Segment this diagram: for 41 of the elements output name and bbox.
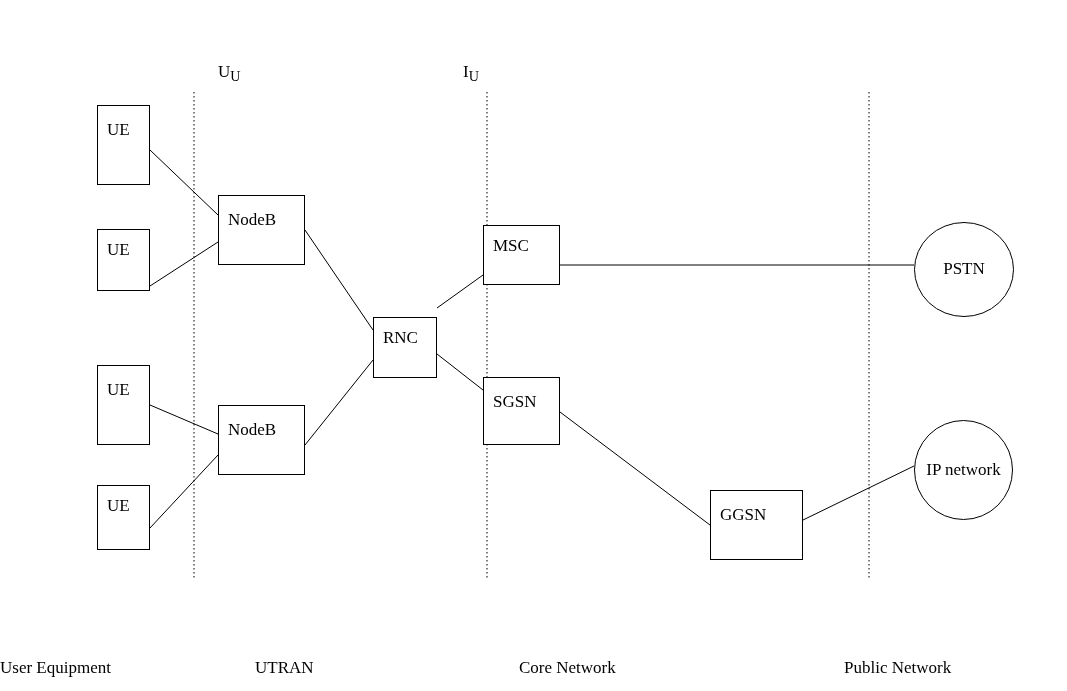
connector-line: [149, 454, 219, 529]
network-element-box: [218, 195, 305, 265]
network-ellipse: [914, 222, 1014, 317]
connector-line: [304, 229, 374, 331]
network-element-box: [373, 317, 437, 378]
connector-line: [149, 404, 219, 435]
network-element-box: [710, 490, 803, 560]
domain-label: Public Network: [844, 658, 952, 678]
domain-label: UTRAN: [255, 658, 314, 678]
node-label: IP network: [926, 458, 1001, 481]
node-label: PSTN: [943, 258, 985, 281]
node-label: NodeB: [228, 420, 277, 440]
network-element-box: [483, 377, 560, 445]
node-label: UE: [107, 496, 130, 516]
network-ellipse: [914, 420, 1013, 520]
connector-line: [149, 149, 219, 216]
network-element-box: [97, 229, 150, 291]
node-label: MSC: [493, 236, 529, 256]
network-element-box: [97, 105, 150, 185]
connector-line: [149, 241, 219, 287]
node-label: SGSN: [493, 392, 537, 412]
connector-line: [559, 264, 915, 266]
network-element-box: [97, 365, 150, 445]
connector-line: [304, 359, 374, 446]
node-label: RNC: [383, 328, 418, 348]
node-label: NodeB: [228, 210, 277, 230]
node-label: UE: [107, 120, 130, 140]
connector-line: [559, 411, 711, 526]
domain-label: User Equipment: [0, 658, 111, 678]
connector-line: [436, 274, 484, 309]
interface-label: I$_{U}$: [463, 62, 479, 86]
node-label: UE: [107, 380, 130, 400]
connector-line: [436, 353, 484, 391]
network-element-box: [483, 225, 560, 285]
interface-label: U$_{U}$: [218, 62, 241, 86]
network-element-box: [218, 405, 305, 475]
connector-line: [802, 465, 915, 521]
node-label: UE: [107, 240, 130, 260]
domain-label: Core Network: [519, 658, 616, 678]
network-element-box: [97, 485, 150, 550]
node-label: GGSN: [720, 505, 767, 525]
